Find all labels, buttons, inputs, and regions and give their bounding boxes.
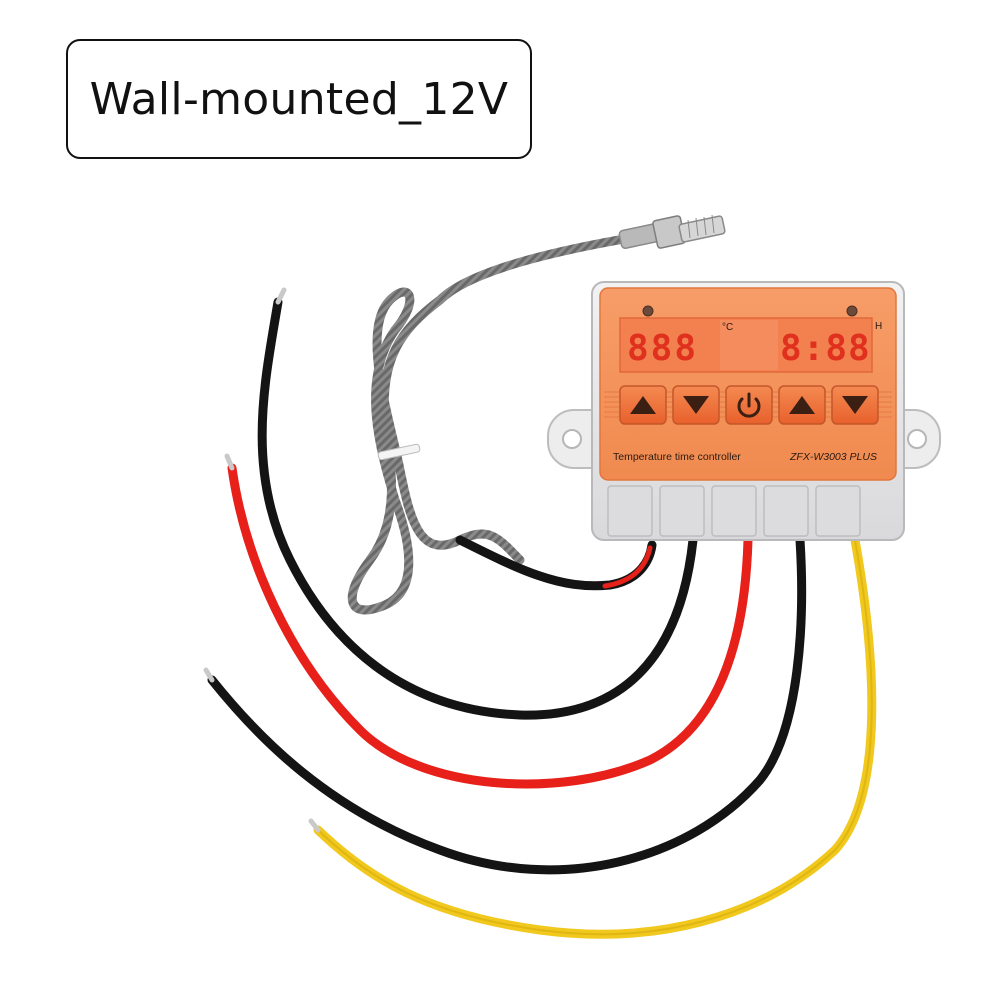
variant-label: Wall-mounted_12V [66, 39, 532, 159]
time-down-button[interactable] [831, 385, 879, 425]
time-digits: 8:88 [780, 328, 871, 369]
power-button[interactable] [725, 385, 773, 425]
variant-label-text: Wall-mounted_12V [89, 73, 509, 125]
down-arrow-icon [683, 396, 709, 414]
temp-down-button[interactable] [672, 385, 720, 425]
wire-black-2 [207, 535, 807, 875]
wire-red [227, 463, 753, 789]
model-number: ZFX-W3003 PLUS [789, 451, 877, 463]
wire-yellow [313, 535, 877, 939]
celsius-unit: °C [722, 322, 733, 333]
power-icon [737, 392, 761, 418]
wire-bundle [203, 287, 877, 939]
down-arrow-icon [842, 396, 868, 414]
temp-up-button[interactable] [619, 385, 667, 425]
button-row [619, 385, 879, 425]
temperature-probe [347, 214, 726, 615]
time-up-button[interactable] [778, 385, 826, 425]
up-arrow-icon [630, 396, 656, 414]
temperature-digits: 888 [627, 328, 698, 369]
wire-black-1 [257, 297, 698, 720]
up-arrow-icon [789, 396, 815, 414]
brand-line: Temperature time controller [613, 451, 741, 463]
hours-unit: H [875, 321, 882, 332]
